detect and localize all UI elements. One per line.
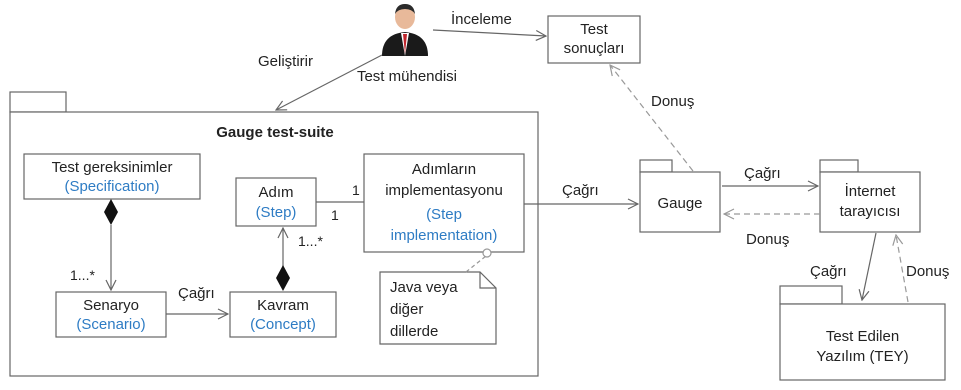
note-anchor-line: [465, 255, 487, 273]
gauge-title: Gauge: [657, 195, 703, 212]
box-concept: [229, 291, 337, 338]
note-shape: [379, 271, 497, 345]
note-line3: dillerde: [390, 323, 439, 340]
package-gauge: [639, 159, 721, 233]
package-sut: [779, 285, 946, 381]
mult-step-end: 1: [331, 207, 339, 223]
mult-spec-scenario: 1...*: [70, 267, 95, 283]
box-test-results: [547, 15, 641, 64]
scenario-title: Senaryo: [83, 297, 139, 314]
spec-subtitle: (Specification): [64, 178, 160, 195]
concept-title: Kavram: [257, 297, 309, 314]
diamond-concept: [276, 265, 290, 291]
step-impl-line2: implementasyonu: [385, 182, 503, 199]
edge-label-call-browser: Çağrı: [744, 165, 781, 182]
edge-reviews: [432, 29, 546, 36]
box-scenario: [55, 291, 167, 338]
edge-label-develops: Geliştirir: [258, 53, 313, 70]
edge-label-return-results: Donuş: [651, 93, 695, 110]
edge-return-results: [610, 65, 694, 172]
actor-label: Test mühendisi: [356, 68, 458, 85]
spec-title: Test gereksinimler: [51, 159, 173, 176]
mult-impl-end: 1: [352, 182, 360, 198]
edge-label-return-browser: Donuş: [906, 263, 950, 280]
edge-label-reviews: İnceleme: [451, 11, 512, 28]
test-results-line2: sonuçları: [563, 40, 625, 57]
note-line2: diğer: [390, 301, 424, 318]
test-results-line1: Test: [580, 21, 608, 38]
note-anchor-circle: [482, 248, 492, 258]
edge-label-call-sut: Çağrı: [810, 263, 847, 280]
sut-line2: Yazılım (TEY): [816, 348, 909, 365]
sut-line1: Test Edilen: [825, 328, 900, 345]
actor-figure: [382, 4, 428, 56]
edge-return-browser: [896, 235, 909, 303]
box-step: [235, 177, 317, 227]
scenario-subtitle: (Scenario): [76, 316, 146, 333]
note-line1: Java veya: [390, 279, 458, 296]
diamond-spec: [104, 199, 118, 225]
package-browser: [819, 159, 921, 233]
step-impl-line3: (Step: [426, 206, 462, 223]
edge-label-call-concept: Çağrı: [178, 285, 215, 302]
browser-line2: tarayıcısı: [839, 203, 901, 220]
browser-line1: İnternet: [844, 183, 896, 200]
concept-subtitle: (Concept): [250, 316, 316, 333]
edge-label-return-gauge: Donuş: [746, 231, 790, 248]
edge-label-call-gauge: Çağrı: [562, 182, 599, 199]
box-step-implementation: [363, 153, 525, 253]
step-impl-line4: implementation): [390, 227, 498, 244]
step-impl-line1: Adımların: [411, 161, 477, 178]
box-specification: [23, 153, 201, 200]
mult-concept-step: 1...*: [298, 233, 323, 249]
step-title: Adım: [258, 184, 294, 201]
step-subtitle: (Step): [255, 204, 297, 221]
edge-develops: [276, 54, 383, 110]
package-title: Gauge test-suite: [216, 124, 334, 141]
edge-call-sut: [862, 232, 877, 300]
